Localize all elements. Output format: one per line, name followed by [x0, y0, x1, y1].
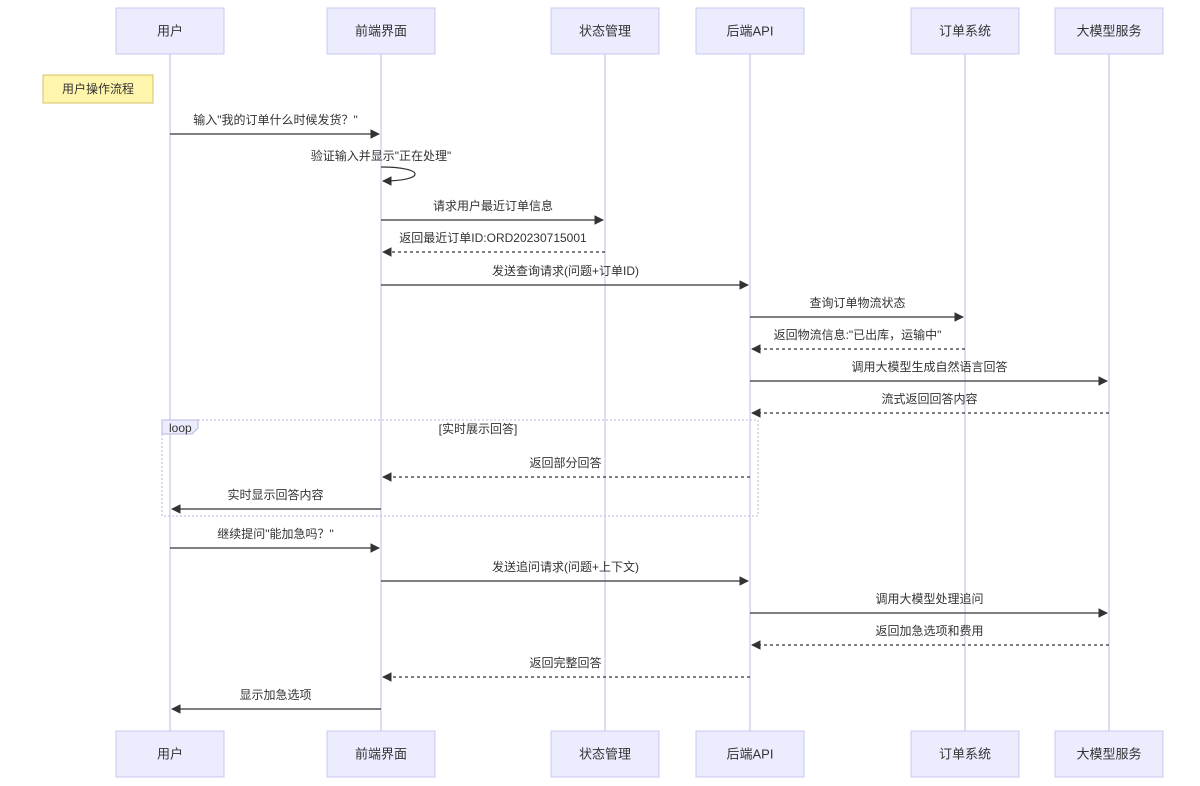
- participant-box: [1054, 7, 1164, 55]
- participant-order-top: 订单系统: [910, 7, 1020, 55]
- participant-label: 前端界面: [355, 23, 407, 38]
- message-11: 实时显示回答内容: [171, 487, 381, 514]
- message-label: 实时显示回答内容: [227, 487, 323, 502]
- participant-box: [910, 7, 1020, 55]
- message-label: 验证输入并显示"正在处理": [311, 148, 452, 163]
- participant-box: [550, 7, 660, 55]
- participant-state-bottom: 状态管理: [550, 730, 660, 778]
- participant-llm-top: 大模型服务: [1054, 7, 1164, 55]
- message-label: 查询订单物流状态: [809, 296, 905, 310]
- note-box: [42, 74, 154, 104]
- participant-label: 大模型服务: [1076, 746, 1141, 761]
- note-text: 用户操作流程: [62, 81, 134, 96]
- participant-frontend-bottom: 前端界面: [326, 730, 436, 778]
- message-4: 返回最近订单ID:ORD20230715001: [382, 231, 605, 257]
- message-12: 继续提问"能加急吗？": [170, 526, 380, 553]
- participant-order-bottom: 订单系统: [910, 730, 1020, 778]
- message-10: 返回部分回答: [382, 455, 750, 482]
- message-label: 继续提问"能加急吗？": [217, 526, 334, 541]
- loop-frame: loop [实时展示回答]: [161, 419, 759, 517]
- message-label: 返回加急选项和费用: [875, 623, 983, 638]
- message-label: 调用大模型处理追问: [875, 591, 983, 606]
- message-3: 请求用户最近订单信息: [381, 198, 604, 225]
- participant-label: 后端API: [727, 746, 774, 761]
- message-label: 返回物流信息:"已出库，运输中": [774, 327, 942, 342]
- loop-label: loop: [169, 421, 192, 435]
- participant-box: [326, 7, 436, 55]
- participant-label: 前端界面: [355, 746, 407, 761]
- participant-box: [1054, 730, 1164, 778]
- message-label: 返回最近订单ID:ORD20230715001: [399, 231, 587, 245]
- message-6: 查询订单物流状态: [750, 296, 964, 322]
- participant-box: [550, 730, 660, 778]
- message-label: 返回完整回答: [529, 655, 601, 670]
- participant-label: 状态管理: [579, 746, 631, 761]
- participant-box: [115, 730, 225, 778]
- message-2: 验证输入并显示"正在处理": [311, 148, 452, 186]
- message-7: 返回物流信息:"已出库，运输中": [751, 327, 965, 354]
- message-label: 输入"我的订单什么时候发货？": [193, 112, 358, 127]
- participant-box: [115, 7, 225, 55]
- participant-state-top: 状态管理: [550, 7, 660, 55]
- message-9: 流式返回回答内容: [751, 391, 1109, 418]
- participant-frontend-top: 前端界面: [326, 7, 436, 55]
- participant-user-bottom: 用户: [115, 730, 225, 778]
- loop-condition: [实时展示回答]: [439, 421, 518, 436]
- message-15: 返回加急选项和费用: [751, 623, 1109, 650]
- participant-llm-bottom: 大模型服务: [1054, 730, 1164, 778]
- message-label: 显示加急选项: [239, 687, 311, 702]
- loop-tag: [161, 419, 199, 435]
- participant-label: 订单系统: [939, 746, 991, 761]
- participant-box: [695, 7, 805, 55]
- participant-user-top: 用户: [115, 7, 225, 55]
- message-label: 返回部分回答: [529, 455, 601, 470]
- participant-box: [695, 730, 805, 778]
- message-label: 请求用户最近订单信息: [433, 198, 553, 213]
- participant-label: 订单系统: [939, 23, 991, 38]
- message-8: 调用大模型生成自然语言回答: [750, 359, 1108, 386]
- message-5: 发送查询请求(问题+订单ID): [381, 263, 749, 290]
- self-message-arrow: [380, 166, 416, 186]
- participant-box: [326, 730, 436, 778]
- message-label: 发送查询请求(问题+订单ID): [492, 263, 639, 278]
- loop-box: [161, 419, 759, 517]
- message-1: 输入"我的订单什么时候发货？": [170, 112, 380, 139]
- note: 用户操作流程: [42, 74, 154, 104]
- message-14: 调用大模型处理追问: [750, 591, 1108, 618]
- participant-label: 用户: [157, 23, 183, 38]
- participant-label: 后端API: [727, 23, 774, 38]
- participant-backend-top: 后端API: [695, 7, 805, 55]
- message-17: 显示加急选项: [171, 687, 381, 714]
- participant-label: 用户: [157, 746, 183, 761]
- participant-backend-bottom: 后端API: [695, 730, 805, 778]
- participant-box: [910, 730, 1020, 778]
- participant-label: 状态管理: [579, 23, 631, 38]
- participant-label: 大模型服务: [1076, 23, 1141, 38]
- message-label: 发送追问请求(问题+上下文): [492, 559, 639, 574]
- message-13: 发送追问请求(问题+上下文): [381, 559, 749, 586]
- message-16: 返回完整回答: [382, 655, 750, 682]
- message-label: 流式返回回答内容: [881, 391, 977, 406]
- message-label: 调用大模型生成自然语言回答: [851, 359, 1007, 374]
